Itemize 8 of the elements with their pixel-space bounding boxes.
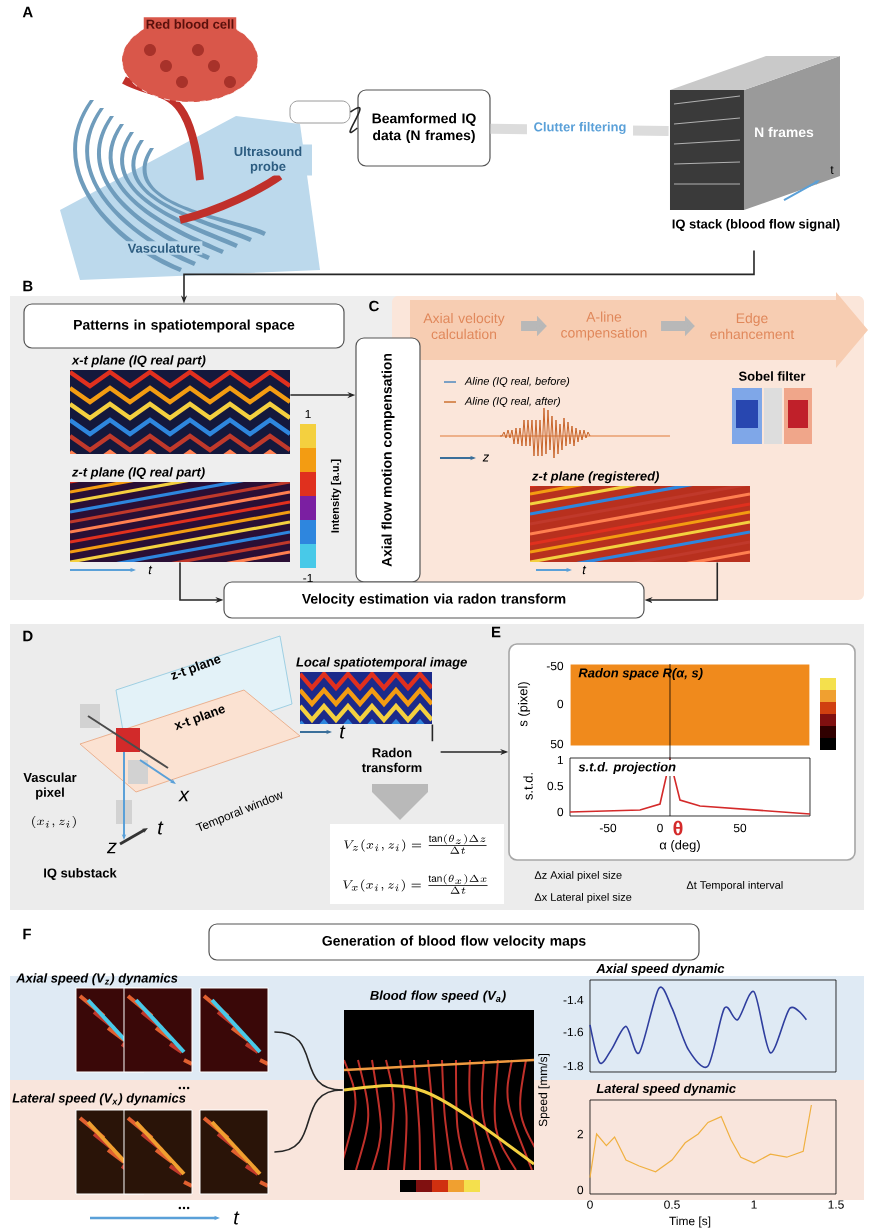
axis-label: x	[178, 790, 190, 802]
axis-label: z	[106, 842, 117, 854]
formula: $V_z(x_i, z_i) = \frac{\tan(\theta_z)\Delta z}{\Delta t}$	[344, 834, 487, 854]
axis-label: t	[158, 821, 164, 835]
probe	[289, 100, 351, 124]
tick-label: θ	[673, 820, 683, 836]
formula: $V_x(x_i, z_i) = \frac{\tan(\theta_x)\Delta x}{\Delta t}$	[343, 874, 488, 894]
formula: $(x_i, z_i)$	[32, 816, 76, 828]
